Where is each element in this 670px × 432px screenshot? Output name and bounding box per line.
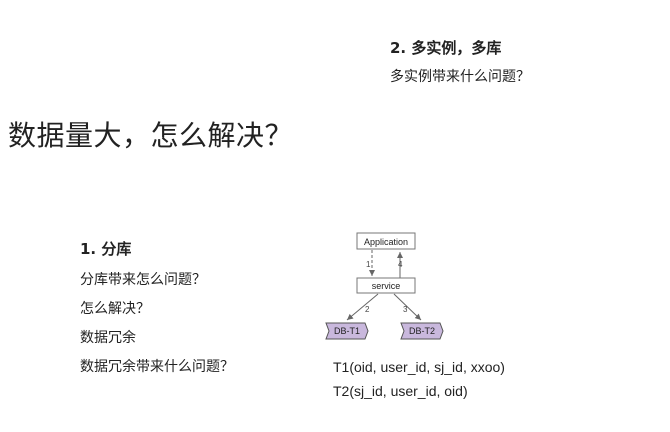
section1-item-1: 分库带来怎么问题？	[80, 272, 206, 288]
section1: 1. 分库 分库带来怎么问题？ 怎么解决？ 数据冗余 数据冗余带来什么问题？	[80, 238, 234, 388]
table-definitions: T1(oid, user_id, sj_id, xxoo) T2(sj_id, …	[333, 359, 505, 407]
arrow-service-to-db1	[346, 293, 379, 321]
step-4-label: 4	[398, 260, 403, 269]
table-t1-definition: T1(oid, user_id, sj_id, xxoo)	[333, 359, 505, 375]
db-t1-label: DB-T1	[334, 326, 360, 336]
step-2-label: 2	[365, 305, 370, 314]
section1-item-3: 数据冗余	[80, 330, 136, 346]
db-t2-shape	[400, 322, 444, 340]
arrow-service-to-db2	[393, 293, 422, 321]
step-1-label: 1	[366, 260, 371, 269]
main-title: 数据量大，怎么解决？	[8, 119, 294, 152]
service-box	[356, 277, 416, 294]
section2-heading: 2. 多实例，多库	[390, 39, 502, 57]
section1-heading: 1. 分库	[80, 240, 132, 258]
db-t1-shape	[325, 322, 369, 340]
service-label: service	[372, 281, 401, 291]
table-t2-definition: T2(sj_id, user_id, oid)	[333, 383, 468, 399]
application-label: Application	[364, 237, 408, 247]
section1-item-2: 怎么解决？	[80, 301, 150, 317]
step-3-label: 3	[403, 305, 408, 314]
section1-item-4: 数据冗余带来什么问题？	[80, 359, 234, 375]
section2-question: 多实例带来什么问题？	[390, 69, 530, 85]
db-t2-label: DB-T2	[409, 326, 435, 336]
application-box	[356, 232, 416, 250]
